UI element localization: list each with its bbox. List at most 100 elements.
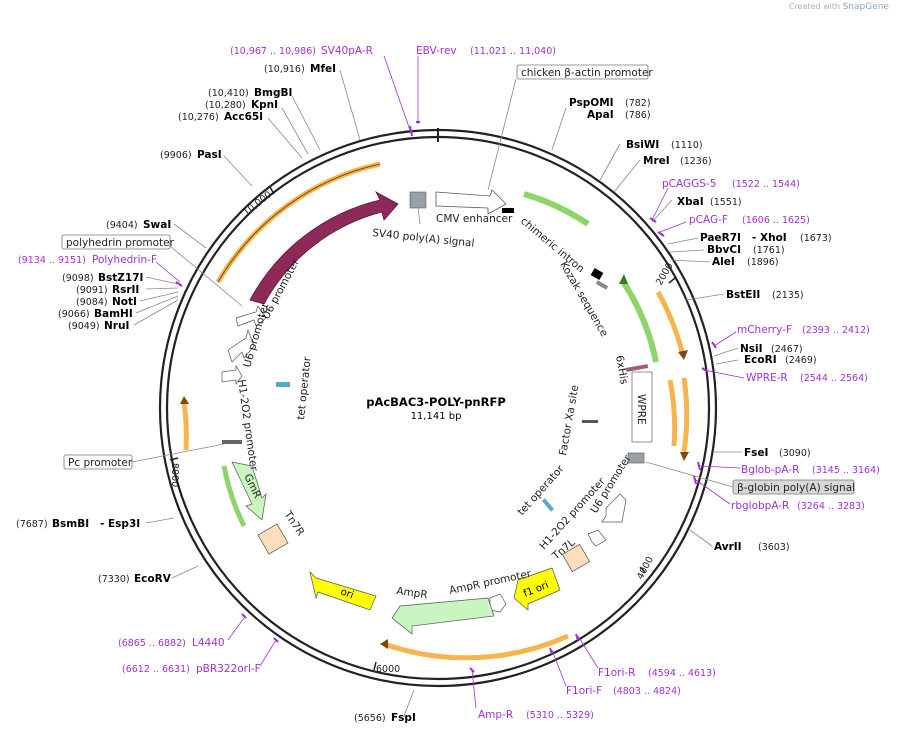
bsiwi-pos: (1110) — [671, 140, 703, 151]
factor-xa-label: Factor Xa site — [557, 384, 581, 456]
ebv-rev-label: EBV-rev — [416, 45, 457, 57]
bmgbi-label: BmgBI — [254, 87, 292, 99]
tet-operator-left — [276, 382, 290, 387]
f1ori-r-label: F1ori-R — [598, 667, 635, 679]
bglob-pa-r-label: Bglob-pA-R — [741, 464, 799, 476]
wpre-feature[interactable] — [631, 371, 653, 443]
sv40-polya-label: SV40 poly(A) signal — [372, 227, 475, 250]
sv40pa-r-label: SV40pA-R — [321, 45, 373, 57]
tn7l-block[interactable] — [561, 543, 591, 573]
apai-label: ApaI — [587, 109, 614, 121]
rsrii-label: RsrII — [112, 284, 139, 296]
cmv-enhancer-label: CMV enhancer — [436, 213, 513, 225]
cmv-enhancer-feature[interactable] — [435, 189, 507, 215]
bsiwi-label: BsiWI — [626, 139, 659, 151]
tick-label-8000: 8000 — [169, 463, 180, 487]
bmgbi-pos: (10,410) — [208, 88, 249, 99]
tick-label-4000: 4000 — [635, 555, 656, 582]
amp-r-label: Amp-R — [478, 709, 513, 721]
kozak-small-marker — [595, 280, 609, 290]
wpre-label: WPRE — [635, 394, 647, 425]
plasmid-size: 11,141 bp — [411, 411, 462, 422]
green-arc-right[interactable] — [619, 278, 659, 363]
pcaggs-5-label: pCAGGS-5 — [662, 178, 716, 190]
kozak-marker — [590, 268, 604, 280]
credit-prefix: Created with — [788, 2, 841, 11]
pc-promoter-label: Pc promoter — [68, 457, 133, 469]
h1-promoter-left-arrow[interactable] — [221, 364, 243, 386]
chimeric-intron-arc[interactable] — [523, 191, 590, 227]
bamhi-label: BamHI — [94, 308, 133, 320]
xbai-pos: (1551) — [710, 197, 742, 208]
sv40-polya-block[interactable] — [409, 191, 427, 209]
alei-pos: (1896) — [747, 257, 779, 268]
chicken-actin-promoter-label: chicken β-actin promoter — [521, 67, 653, 79]
wpre-r-pos: (2544 .. 2564) — [800, 373, 868, 384]
bamhi-pos: (9066) — [58, 309, 90, 320]
plasmid-name: pAcBAC3-POLY-pnRFP — [366, 395, 506, 409]
pc-promoter-leader — [131, 443, 225, 463]
ori-feature[interactable] — [309, 570, 377, 611]
tick-label-6000: 6000 — [376, 664, 400, 675]
orf-arrowhead-right-3 — [680, 452, 689, 461]
polyhedrin-leader — [169, 245, 243, 307]
6xhis-label: 6xHis — [613, 354, 630, 385]
orf-arrowhead-bottom — [380, 639, 388, 649]
orf-arc-bottom[interactable] — [383, 633, 570, 661]
snapgene-logo: SnapGene — [842, 2, 889, 12]
u6-promoter-upper-arrow[interactable] — [235, 305, 267, 327]
beta-globin-leader — [645, 461, 734, 488]
bsmbi-label: BsmBI — [52, 518, 89, 530]
pcag-f-label: pCAG-F — [689, 214, 728, 226]
green-arrowhead-right — [619, 274, 628, 284]
h1-promoter-left-label: H1-2O2 promoter — [235, 379, 260, 473]
tick-label-10000: 10,000 — [241, 189, 274, 218]
pasi-pos: (9906) — [160, 150, 192, 161]
orf-arrowhead-left — [180, 396, 189, 404]
enzyme-leaders — [133, 69, 742, 717]
ampr-promoter-arrow[interactable] — [489, 593, 507, 613]
nrui-label: NruI — [104, 320, 129, 332]
acc65i-label: Acc65I — [224, 111, 263, 123]
chimeric-intron-label: chimeric intron — [518, 215, 586, 275]
kozak-label: Kozak sequence — [557, 260, 610, 339]
ampr-feature[interactable] — [391, 597, 495, 635]
gmr-feature[interactable] — [231, 461, 267, 521]
amp-r-pos: (5310 .. 5329) — [526, 710, 594, 721]
pbr322ori-f-pos: (6612 .. 6631) — [122, 664, 190, 675]
orf-arc-left[interactable] — [181, 401, 189, 451]
ori-label: ori — [339, 586, 355, 601]
bsteii-label: BstEII — [726, 289, 760, 301]
pspomi-pos: (782) — [625, 98, 651, 109]
gmr-arc[interactable] — [221, 465, 247, 528]
u6-promoter-left-arrow[interactable] — [227, 328, 255, 363]
xbai-label: XbaI — [677, 196, 704, 208]
f1-ori-feature[interactable] — [513, 567, 561, 611]
mrei-label: MreI — [643, 155, 670, 167]
orf-arc-right-2[interactable] — [667, 379, 678, 447]
ecorv-label: EcoRV — [134, 573, 172, 585]
l4440-pos: (6865 .. 6882) — [118, 638, 186, 649]
noti-pos: (9084) — [76, 297, 108, 308]
pcag-f-pos: (1606 .. 1625) — [742, 215, 810, 226]
orf-arc-right-3[interactable] — [681, 377, 690, 453]
h1-promoter-right-arrow[interactable] — [587, 529, 607, 547]
polyhedrin-f-label: Polyhedrin-F — [92, 254, 157, 266]
beta-globin-polya-block[interactable] — [627, 452, 645, 464]
vsv-g-feature[interactable] — [249, 191, 399, 305]
fspi-label: FspI — [391, 712, 416, 724]
bstz17i-label: BstZ17I — [98, 272, 143, 284]
mcherry-f-label: mCherry-F — [737, 324, 792, 336]
tn7r-block[interactable] — [257, 523, 289, 555]
primer-marks — [175, 121, 717, 673]
orf-arc-right-1[interactable] — [655, 290, 685, 353]
xhoi-pos: (1673) — [800, 233, 832, 244]
bsmbi-pos: (7687) — [16, 519, 48, 530]
sv40pa-r-pos: (10,967 .. 10,986) — [230, 46, 316, 57]
rsrii-pos: (9091) — [76, 285, 108, 296]
noti-label: NotI — [112, 296, 137, 308]
tet-operator-left-label: tet operator — [295, 356, 314, 421]
f1ori-f-pos: (4803 .. 4824) — [613, 686, 681, 697]
u6-promoter-right-arrow[interactable] — [601, 493, 627, 523]
swai-pos: (9404) — [106, 220, 138, 231]
